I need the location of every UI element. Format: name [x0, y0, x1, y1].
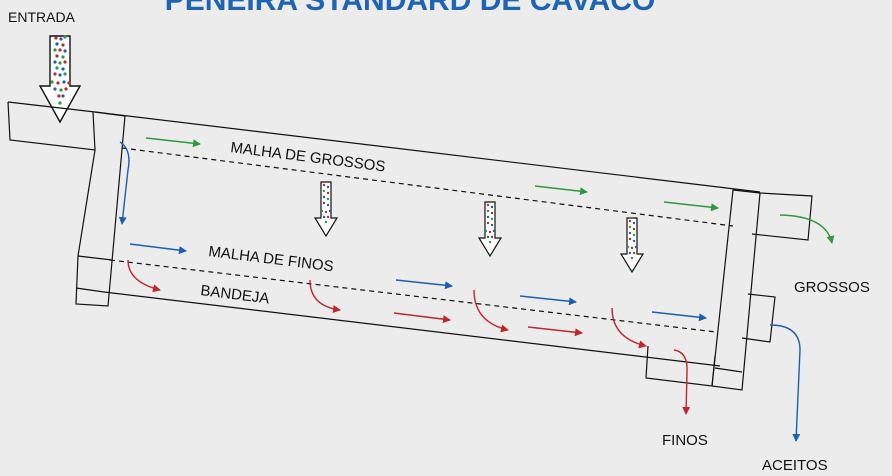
fines-flow-arrow: [393, 312, 451, 324]
coarse-flow-arrow: [145, 137, 201, 148]
fines-curve-arrow: [309, 279, 341, 314]
screen-housing: [7, 101, 813, 391]
feed-arrow-icon: [38, 35, 82, 124]
accepted-flow-arrow: [519, 295, 577, 306]
label-finos: FINOS: [662, 432, 708, 449]
drop-arrow-icon: [313, 181, 339, 238]
drop-arrow-icon: [619, 217, 645, 274]
aceitos-outlet-arrow: [769, 324, 801, 442]
finos-outlet-arrow: [673, 349, 691, 415]
accepted-flow-arrow: [395, 279, 453, 290]
fines-curve-arrow: [127, 259, 161, 293]
label-entrada: ENTRADA: [8, 9, 76, 25]
grossos-outlet-arrow: [779, 214, 835, 244]
coarse-flow-arrow: [663, 201, 719, 212]
label-grossos: GROSSOS: [794, 279, 870, 296]
accepted-flow-arrows: [118, 141, 801, 442]
drop-arrow-icon: [477, 201, 503, 258]
coarse-mesh: [121, 147, 734, 227]
fine-mesh: [109, 259, 717, 333]
coarse-flow-arrows: [145, 137, 835, 244]
coarse-flow-arrow: [534, 185, 588, 196]
fines-flow-arrow: [527, 326, 583, 337]
label-malha-finos: MALHA DE FINOS: [208, 243, 335, 275]
diagram-title: PENEIRA STANDARD DE CAVACO: [165, 0, 656, 17]
fines-curve-arrow: [473, 289, 509, 333]
label-bandeja: BANDEJA: [200, 282, 271, 307]
fines-curve-arrow: [611, 307, 647, 349]
label-aceitos: ACEITOS: [762, 457, 828, 474]
fines-flow-arrows: [127, 259, 691, 415]
accepted-flow-arrow: [651, 311, 707, 322]
accepted-flow-arrow: [129, 243, 187, 255]
entry-drop-arrow: [118, 141, 130, 225]
